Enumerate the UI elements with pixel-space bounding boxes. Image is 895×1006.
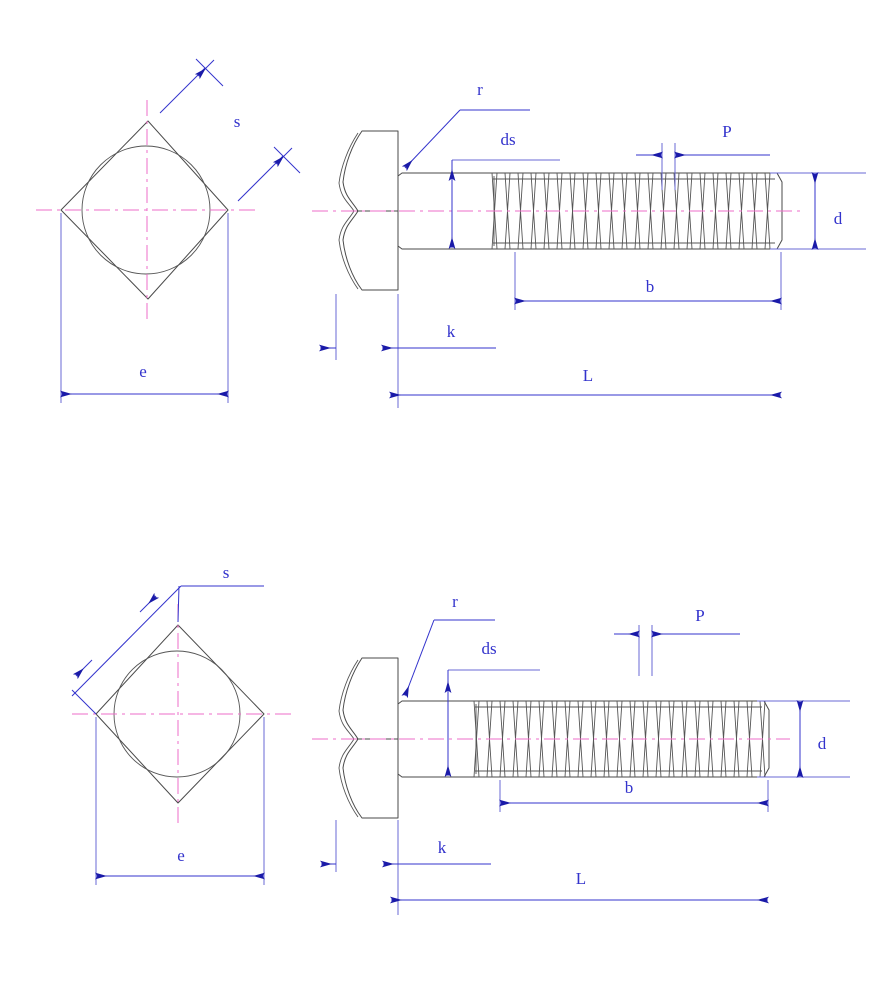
- dimension-label-r: r: [477, 80, 483, 99]
- head-chamfer-arc-upper: [338, 132, 359, 212]
- dimension-k-bottom: k: [320, 820, 491, 915]
- dimension-label-k: k: [438, 838, 447, 857]
- dimension-label-r: r: [452, 592, 458, 611]
- s-witness-upper: [177, 585, 180, 623]
- dimension-label-e: e: [139, 362, 147, 381]
- assembly-top: s e: [36, 58, 866, 408]
- dimension-L-top: L: [389, 366, 782, 399]
- dimension-label-L: L: [576, 869, 586, 888]
- dimension-d-bottom: d: [757, 700, 850, 778]
- s-arrow-lower: [72, 659, 93, 680]
- dimension-r-bottom: r: [401, 592, 495, 699]
- dimension-label-P: P: [695, 606, 704, 625]
- dimension-r-top: r: [401, 80, 530, 172]
- assembly-bottom: s e: [71, 563, 850, 915]
- dimension-P-bottom: P: [614, 606, 740, 676]
- s-witness-lower: [71, 689, 97, 715]
- dimension-label-L: L: [583, 366, 593, 385]
- dimension-P-top: P: [636, 122, 770, 190]
- shank-bottom-edge: [397, 773, 472, 778]
- dimension-label-d: d: [834, 209, 843, 228]
- dimension-k-top: k: [319, 294, 496, 408]
- thread-crest-lines: [488, 172, 778, 250]
- square-head-end-view-top: s e: [36, 58, 301, 403]
- head-chamfer-arc-lower: [338, 738, 359, 818]
- s-witness-upper: [195, 58, 224, 87]
- r-leader-diagonal: [401, 109, 461, 172]
- dimension-label-ds: ds: [481, 639, 496, 658]
- dimension-b-top: b: [514, 252, 782, 310]
- bolt-head-profile: [342, 657, 399, 819]
- dimension-e-top: e: [60, 213, 229, 403]
- dimension-label-s: s: [223, 563, 230, 582]
- s-arrow-lower: [272, 147, 293, 168]
- s-arrow-upper: [139, 592, 160, 613]
- dimension-label-s: s: [234, 112, 241, 131]
- head-chamfer-arc-lower: [338, 210, 359, 290]
- s-arrow-upper: [194, 59, 215, 80]
- square-head-outline: [60, 120, 229, 300]
- s-extension-line-lower: [237, 155, 284, 202]
- dimension-ds-bottom: ds: [444, 639, 540, 777]
- dimension-d-top: d: [770, 172, 866, 250]
- shank-bottom-edge: [397, 245, 490, 250]
- r-leader-diagonal: [401, 619, 435, 699]
- dimension-s-top: s: [159, 58, 301, 202]
- dimension-label-P: P: [722, 122, 731, 141]
- dimension-label-e: e: [177, 846, 185, 865]
- shank-top-edge: [397, 172, 490, 177]
- dimension-label-ds: ds: [500, 130, 515, 149]
- s-witness-lower: [273, 146, 301, 174]
- dimension-e-bottom: e: [95, 717, 265, 885]
- dimension-label-b: b: [625, 778, 634, 797]
- square-head-end-view-bottom: s e: [71, 563, 293, 885]
- head-chamfer-arc-upper: [338, 659, 359, 740]
- bolt-head-profile: [342, 130, 399, 291]
- square-head-outline: [95, 624, 265, 804]
- dimension-label-k: k: [447, 322, 456, 341]
- dimension-s-bottom: s: [71, 563, 264, 715]
- dimension-ds-top: ds: [448, 130, 560, 249]
- dimension-b-bottom: b: [499, 778, 769, 812]
- shank-top-edge: [397, 700, 472, 705]
- dimension-L-bottom: L: [390, 869, 769, 904]
- dimension-label-d: d: [818, 734, 827, 753]
- s-dimension-line: [71, 585, 182, 697]
- thread-crest-lines: [470, 700, 765, 778]
- dimension-label-b: b: [646, 277, 655, 296]
- bolt-side-view-bottom: r ds P d: [312, 592, 850, 915]
- bolt-side-view-top: r ds P d: [312, 80, 866, 408]
- s-extension-line-upper: [159, 67, 206, 114]
